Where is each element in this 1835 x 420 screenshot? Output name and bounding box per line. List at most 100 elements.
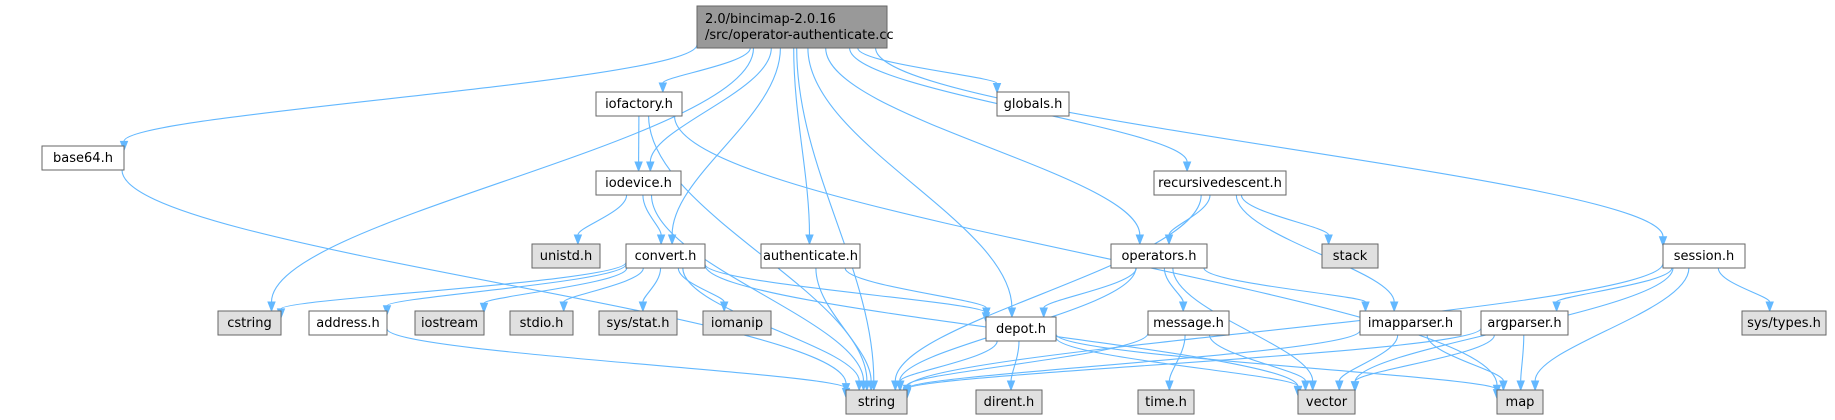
node-globals-label: globals.h: [1004, 97, 1063, 112]
edge-convert-to-stdio: [559, 267, 644, 313]
edge-session-to-argparser: [1552, 267, 1673, 313]
node-recursivedescent[interactable]: recursivedescent.h: [1153, 170, 1287, 196]
node-dirent-box: [975, 389, 1043, 415]
node-message[interactable]: message.h: [1147, 310, 1230, 336]
node-root-box: [696, 5, 888, 49]
node-session-box: [1662, 243, 1746, 269]
node-sysstat-box: [598, 310, 678, 336]
node-string-label: string: [858, 395, 895, 410]
node-address-box: [308, 310, 388, 336]
node-iomanip-box: [702, 310, 772, 336]
edge-argparser-to-map: [1516, 334, 1525, 392]
node-base64[interactable]: base64.h: [41, 145, 125, 171]
node-iodevice[interactable]: iodevice.h: [595, 170, 682, 196]
node-stack-box: [1321, 243, 1379, 269]
edge-recursivedescent-to-stack: [1240, 194, 1333, 246]
node-convert-label: convert.h: [635, 249, 697, 264]
edge-root-to-depot: [807, 47, 1017, 319]
edge-root-to-iodevice: [646, 47, 772, 173]
node-cstring-label: cstring: [227, 316, 271, 331]
edge-operators-to-depot: [1039, 267, 1137, 319]
edge-root-to-convert: [667, 47, 781, 246]
edge-imapparser-to-map: [1426, 334, 1508, 392]
node-root-label: 2.0/bincimap-2.0.16: [705, 12, 836, 27]
node-timeh[interactable]: time.h: [1137, 389, 1195, 415]
node-vector-label: vector: [1306, 395, 1348, 410]
node-unistd-label: unistd.h: [540, 249, 593, 264]
edge-convert-to-sysstat: [638, 267, 662, 313]
node-unistd-box: [531, 243, 601, 269]
node-systypes-box: [1741, 310, 1827, 336]
node-operators-label: operators.h: [1121, 249, 1196, 264]
node-base64-label: base64.h: [53, 151, 113, 166]
node-depot-box: [985, 316, 1057, 342]
node-dirent[interactable]: dirent.h: [975, 389, 1043, 415]
node-string[interactable]: string: [845, 389, 908, 415]
node-message-box: [1147, 310, 1230, 336]
node-operators[interactable]: operators.h: [1110, 243, 1208, 269]
edge-depot-to-map: [1055, 333, 1502, 400]
edge-root-to-authenticate: [793, 47, 814, 246]
node-imapparser-box: [1359, 310, 1462, 336]
edge-message-to-vector: [1208, 334, 1310, 392]
node-globals-box: [996, 91, 1070, 117]
edge-session-to-systypes: [1717, 267, 1774, 313]
node-depot-label: depot.h: [996, 322, 1046, 337]
node-iostream-box: [414, 310, 485, 336]
node-iodevice-box: [595, 170, 682, 196]
node-systypes[interactable]: sys/types.h: [1741, 310, 1827, 336]
edge-authenticate-to-string: [815, 267, 876, 392]
edge-convert-to-iostream: [479, 267, 628, 314]
edge-convert-to-address: [382, 263, 627, 317]
node-imapparser-label: imapparser.h: [1368, 316, 1453, 331]
node-depot[interactable]: depot.h: [985, 316, 1057, 342]
node-root-label: /src/operator-authenticate.cc: [705, 28, 894, 43]
node-iostream[interactable]: iostream: [414, 310, 485, 336]
node-timeh-box: [1137, 389, 1195, 415]
edge-root-to-session: [875, 47, 1668, 248]
node-argparser-box: [1480, 310, 1569, 336]
node-argparser[interactable]: argparser.h: [1480, 310, 1569, 336]
node-address-label: address.h: [316, 316, 379, 331]
node-stack[interactable]: stack: [1321, 243, 1379, 269]
node-vector[interactable]: vector: [1297, 389, 1356, 415]
node-globals[interactable]: globals.h: [996, 91, 1070, 117]
node-systypes-label: sys/types.h: [1747, 316, 1821, 331]
edge-session-to-map: [1530, 267, 1690, 392]
node-cstring[interactable]: cstring: [217, 310, 282, 336]
edge-recursivedescent-to-imapparser: [1235, 194, 1399, 313]
node-sysstat[interactable]: sys/stat.h: [598, 310, 678, 336]
node-convert[interactable]: convert.h: [625, 243, 706, 269]
node-argparser-label: argparser.h: [1487, 316, 1561, 331]
edge-address-to-string: [386, 328, 851, 399]
node-authenticate[interactable]: authenticate.h: [760, 243, 861, 269]
node-session[interactable]: session.h: [1662, 243, 1746, 269]
node-authenticate-label: authenticate.h: [763, 249, 858, 264]
edge-recursivedescent-to-operators: [1164, 194, 1211, 246]
node-stdio[interactable]: stdio.h: [509, 310, 574, 336]
edge-iodevice-to-convert: [642, 194, 666, 246]
node-root[interactable]: 2.0/bincimap-2.0.16/src/operator-authent…: [696, 5, 894, 49]
node-imapparser[interactable]: imapparser.h: [1359, 310, 1462, 336]
node-iofactory[interactable]: iofactory.h: [595, 91, 683, 117]
node-unistd[interactable]: unistd.h: [531, 243, 601, 269]
node-timeh-label: time.h: [1145, 395, 1187, 410]
node-map[interactable]: map: [1496, 389, 1544, 415]
edge-iodevice-to-string: [650, 194, 868, 392]
edge-imapparser-to-vector: [1335, 334, 1399, 392]
node-stdio-box: [509, 310, 574, 336]
node-convert-box: [625, 243, 706, 269]
node-vector-box: [1297, 389, 1356, 415]
edge-root-to-cstring: [267, 47, 755, 313]
edge-message-to-string: [902, 333, 1149, 396]
edge-argparser-to-vector: [1350, 334, 1495, 392]
node-map-label: map: [1506, 395, 1535, 410]
node-iomanip-label: iomanip: [711, 316, 763, 331]
node-recursivedescent-box: [1153, 170, 1287, 196]
node-address[interactable]: address.h: [308, 310, 388, 336]
edge-authenticate-to-depot: [844, 267, 991, 319]
node-iomanip[interactable]: iomanip: [702, 310, 772, 336]
edge-convert-to-cstring: [276, 261, 627, 320]
node-base64-box: [41, 145, 125, 171]
